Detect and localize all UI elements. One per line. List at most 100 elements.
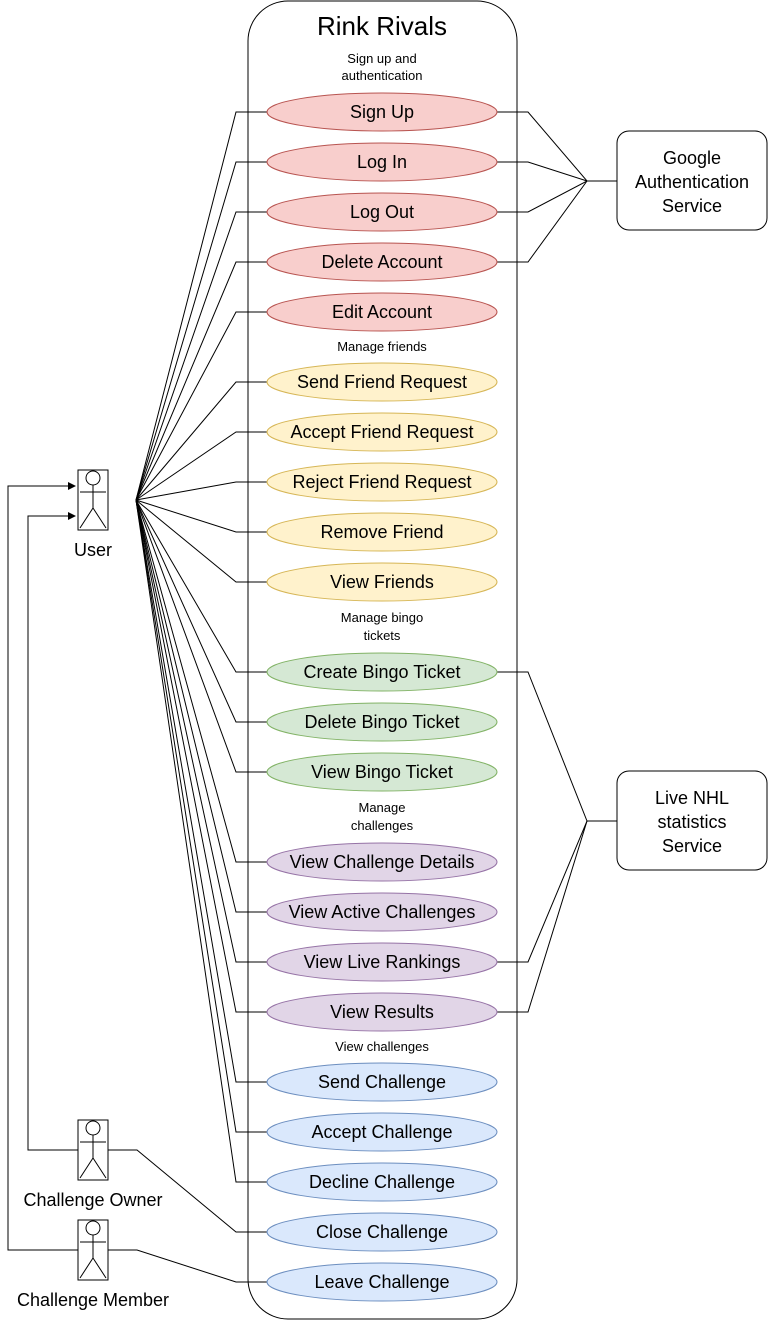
use-case-send-challenge: Send Challenge bbox=[266, 1062, 498, 1102]
use-case-ellipse bbox=[266, 992, 498, 1032]
association-lines bbox=[108, 111, 617, 1283]
use-case-view-challenge-details: View Challenge Details bbox=[266, 842, 498, 882]
use-case-delete-bingo-ticket: Delete Bingo Ticket bbox=[266, 702, 498, 742]
use-case-label: View Results bbox=[330, 1002, 434, 1022]
section-title-challenges: Manage challenges bbox=[351, 800, 414, 833]
association-google-service bbox=[497, 180, 617, 213]
use-case-ellipse bbox=[266, 1112, 498, 1152]
section-title-line: tickets bbox=[364, 628, 401, 643]
section-title-line: Manage bbox=[359, 800, 406, 815]
section-title-friends: Manage friends bbox=[337, 339, 427, 354]
association-user bbox=[135, 261, 267, 501]
use-case-log-out: Log Out bbox=[266, 192, 498, 232]
association-nhl-service bbox=[497, 671, 617, 822]
association-user bbox=[135, 499, 267, 1133]
association-user bbox=[135, 311, 267, 501]
use-case-reject-friend-request: Reject Friend Request bbox=[266, 462, 498, 502]
actor-name: Challenge Member bbox=[17, 1290, 169, 1310]
use-case-label: Accept Challenge bbox=[311, 1122, 452, 1142]
use-case-label: Decline Challenge bbox=[309, 1172, 455, 1192]
use-case-label: View Challenge Details bbox=[290, 852, 475, 872]
use-case-label: Log In bbox=[357, 152, 407, 172]
association-user bbox=[135, 499, 267, 773]
use-case-view-live-rankings: View Live Rankings bbox=[266, 942, 498, 982]
use-case-label: Delete Account bbox=[321, 252, 442, 272]
use-case-label: Accept Friend Request bbox=[290, 422, 473, 442]
use-case-send-friend-request: Send Friend Request bbox=[266, 362, 498, 402]
use-case-ellipse bbox=[266, 512, 498, 552]
use-case-create-bingo-ticket: Create Bingo Ticket bbox=[266, 652, 498, 692]
use-case-ellipse bbox=[266, 412, 498, 452]
stick-figure-icon bbox=[79, 1220, 107, 1279]
use-case-view-friends: View Friends bbox=[266, 562, 498, 602]
use-case-label: Send Challenge bbox=[318, 1072, 446, 1092]
association-user bbox=[135, 381, 267, 501]
system-boundary: Rink Rivals bbox=[247, 0, 518, 1320]
use-case-ellipse bbox=[266, 842, 498, 882]
use-case-label: Create Bingo Ticket bbox=[303, 662, 460, 682]
association-challenge-owner bbox=[108, 1149, 267, 1233]
use-case-label: Sign Up bbox=[350, 102, 414, 122]
association-google-service bbox=[497, 161, 617, 182]
actor-challenge-member: Challenge Member bbox=[17, 1219, 169, 1310]
actor-challenge-owner: Challenge Owner bbox=[23, 1119, 163, 1210]
use-case-label: Edit Account bbox=[332, 302, 432, 322]
use-case-ellipse bbox=[266, 562, 498, 602]
association-nhl-service bbox=[497, 820, 617, 1013]
service-label-line: Google bbox=[663, 148, 721, 168]
service-label-line: Service bbox=[662, 836, 722, 856]
stick-figure-icon bbox=[79, 1120, 107, 1179]
use-case-ellipse bbox=[266, 292, 498, 332]
stick-figure-icon bbox=[79, 470, 107, 529]
use-case-close-challenge: Close Challenge bbox=[266, 1212, 498, 1252]
use-case-ellipse bbox=[266, 92, 498, 132]
service-label-line: Service bbox=[662, 196, 722, 216]
section-title-line: View challenges bbox=[335, 1039, 429, 1054]
use-case-ellipse bbox=[266, 942, 498, 982]
association-google-service bbox=[497, 111, 617, 182]
use-case-label: Log Out bbox=[350, 202, 414, 222]
section-title-line: challenges bbox=[351, 818, 414, 833]
actor-name: User bbox=[74, 540, 112, 560]
use-case-accept-friend-request: Accept Friend Request bbox=[266, 412, 498, 452]
section-title-bingo: Manage bingo tickets bbox=[341, 610, 423, 643]
use-case-ellipse bbox=[266, 1162, 498, 1202]
service-label-line: Authentication bbox=[635, 172, 749, 192]
use-case-view-results: View Results bbox=[266, 992, 498, 1032]
use-case-label: Delete Bingo Ticket bbox=[304, 712, 459, 732]
use-case-label: Send Friend Request bbox=[297, 372, 467, 392]
use-case-label: Reject Friend Request bbox=[292, 472, 471, 492]
association-user bbox=[135, 499, 267, 583]
section-title-line: Sign up and bbox=[347, 51, 416, 66]
actor-name: Challenge Owner bbox=[23, 1190, 162, 1210]
use-case-delete-account: Delete Account bbox=[266, 242, 498, 282]
use-case-leave-challenge: Leave Challenge bbox=[266, 1262, 498, 1302]
generalization-arrows bbox=[7, 482, 78, 1251]
use-case-ellipse bbox=[266, 752, 498, 792]
section-title-line: Manage bingo bbox=[341, 610, 423, 625]
use-case-ellipse bbox=[266, 1062, 498, 1102]
association-challenge-member bbox=[108, 1249, 267, 1283]
use-case-label: Close Challenge bbox=[316, 1222, 448, 1242]
use-case-ellipse bbox=[266, 192, 498, 232]
association-user bbox=[135, 499, 267, 723]
use-case-ellipse bbox=[266, 142, 498, 182]
use-case-ellipse bbox=[266, 652, 498, 692]
association-user bbox=[135, 499, 267, 533]
association-nhl-service bbox=[497, 820, 617, 963]
use-case-ellipse bbox=[266, 462, 498, 502]
generalization-member-to-user bbox=[7, 482, 78, 1251]
association-user bbox=[135, 211, 267, 501]
section-title-line: authentication bbox=[342, 68, 423, 83]
use-case-ellipse bbox=[266, 242, 498, 282]
use-case-accept-challenge: Accept Challenge bbox=[266, 1112, 498, 1152]
association-user bbox=[135, 499, 267, 1083]
use-case-ellipse bbox=[266, 1212, 498, 1252]
use-case-ellipse bbox=[266, 892, 498, 932]
use-case-log-in: Log In bbox=[266, 142, 498, 182]
use-case-view-bingo-ticket: View Bingo Ticket bbox=[266, 752, 498, 792]
use-case-ellipse bbox=[266, 702, 498, 742]
use-case-view-active-challenges: View Active Challenges bbox=[266, 892, 498, 932]
